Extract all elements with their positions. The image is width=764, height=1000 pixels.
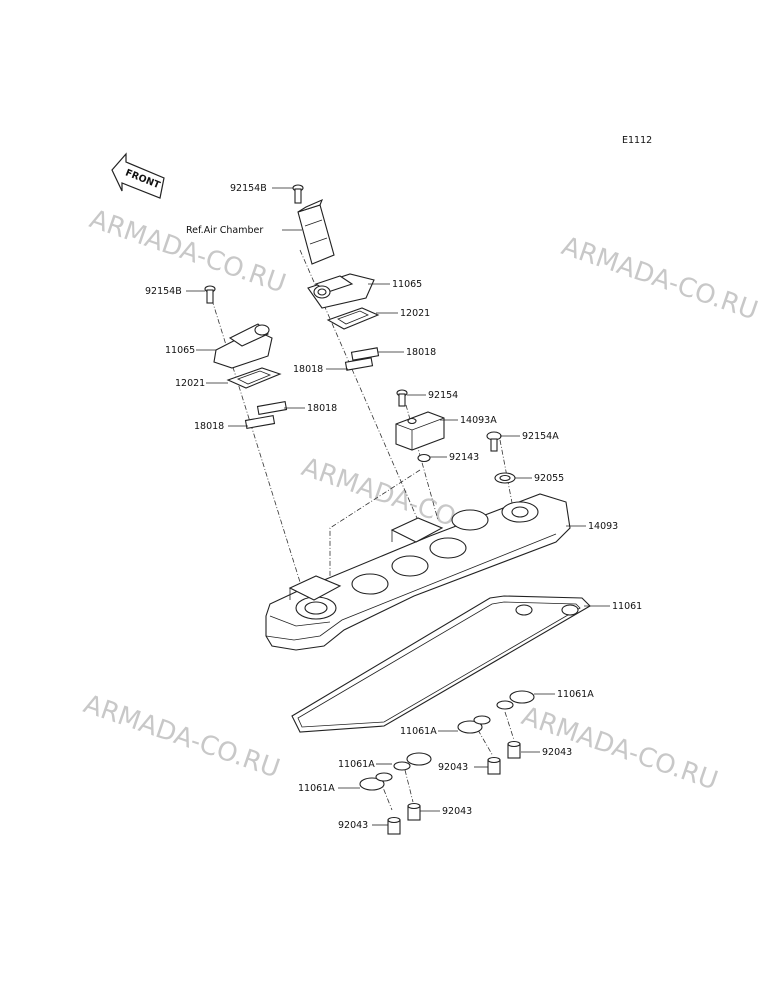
bolt-92154 [396, 389, 408, 407]
bolt-92154b-top [292, 184, 304, 204]
label-11061: 11061 [612, 601, 642, 612]
reeds-18018-left [244, 400, 288, 430]
cylinder-head-cover-14093 [265, 493, 571, 651]
label-18018-left-a: 18018 [307, 403, 337, 414]
label-92043-1: 92043 [542, 747, 572, 758]
gasket-12021-right [326, 307, 380, 330]
label-11065-left: 11065 [165, 345, 195, 356]
label-92143: 92143 [449, 452, 479, 463]
label-ref-air-chamber: Ref.Air Chamber [186, 225, 263, 236]
head-cover-gasket-11061 [291, 595, 591, 733]
label-92043-4: 92043 [338, 820, 368, 831]
reed-valve-11065-right [307, 273, 375, 309]
label-92154a: 92154A [522, 431, 559, 442]
cap-14093a [395, 411, 445, 451]
label-92154: 92154 [428, 390, 458, 401]
label-92043-3: 92043 [442, 806, 472, 817]
reeds-18018-right [344, 347, 380, 371]
label-12021-left: 12021 [175, 378, 205, 389]
part-labels: 92154B Ref.Air Chamber 11065 12021 18018… [145, 183, 642, 831]
figure-code: E1112 [622, 135, 652, 146]
label-18018-left-b: 18018 [194, 421, 224, 432]
label-11061a-3: 11061A [338, 759, 375, 770]
label-12021-right: 12021 [400, 308, 430, 319]
label-14093: 14093 [588, 521, 618, 532]
label-14093a: 14093A [460, 415, 497, 426]
bolt-92154a [486, 431, 502, 452]
o-rings-11061a [359, 690, 535, 791]
label-18018-right-b: 18018 [293, 364, 323, 375]
label-92043-2: 92043 [438, 762, 468, 773]
label-11065-right: 11065 [392, 279, 422, 290]
watermark-2: ARMADA-CO.RU [558, 231, 762, 326]
label-18018-right-a: 18018 [406, 347, 436, 358]
washer-92143 [417, 453, 431, 463]
label-92055: 92055 [534, 473, 564, 484]
label-92154b-top: 92154B [230, 183, 267, 194]
seal-92055 [494, 472, 516, 484]
label-11061a-1: 11061A [557, 689, 594, 700]
watermark-4: ARMADA-CO.RU [80, 689, 284, 784]
label-11061a-4: 11061A [298, 783, 335, 794]
front-arrow-icon: FRONT [111, 152, 165, 199]
label-11061a-2: 11061A [400, 726, 437, 737]
air-chamber-bracket [297, 198, 335, 265]
label-92154b-left: 92154B [145, 286, 182, 297]
collars-92043 [387, 740, 521, 835]
gasket-12021-left [226, 367, 282, 389]
watermark-1: ARMADA-CO.RU [86, 204, 290, 299]
watermarks: ARMADA-CO.RU ARMADA-CO.RU ARMADA-CO.RU A… [80, 204, 762, 796]
reed-valve-11065-left [213, 323, 273, 369]
leader-lines [186, 187, 610, 826]
bolt-92154b-left [204, 285, 216, 304]
